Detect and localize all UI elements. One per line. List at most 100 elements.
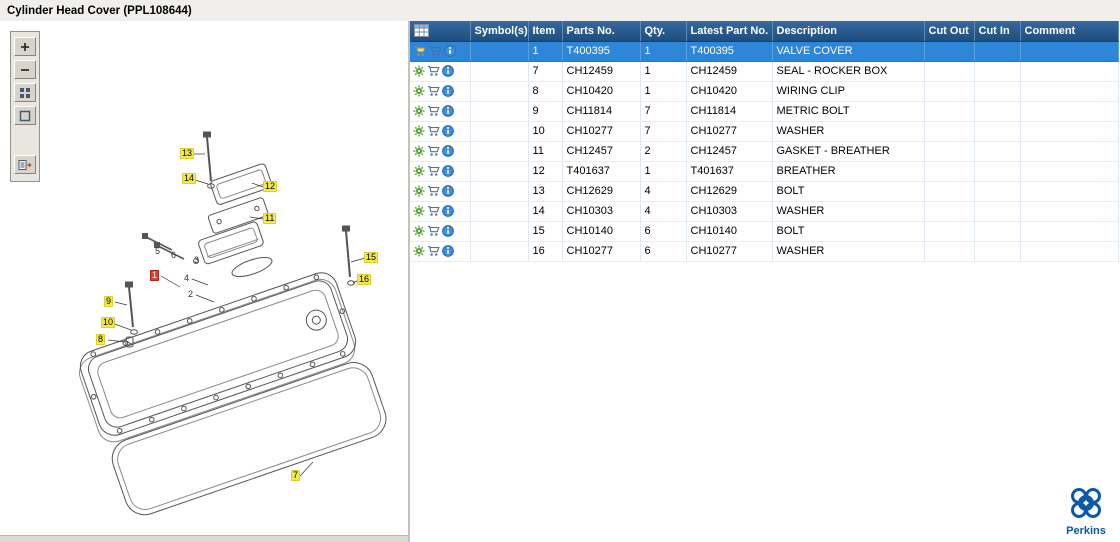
row-actions xyxy=(410,41,470,61)
cell-parts-no: CH10140 xyxy=(562,221,640,241)
row-actions xyxy=(410,161,470,181)
callout-8[interactable]: 8 xyxy=(96,334,105,345)
cart-icon[interactable] xyxy=(427,165,440,177)
cell-item: 16 xyxy=(528,241,562,261)
cart-icon[interactable] xyxy=(427,85,440,97)
cart-icon[interactable] xyxy=(427,145,440,157)
table-row[interactable]: 13CH126294CH12629BOLT xyxy=(410,181,1118,201)
cell-item: 1 xyxy=(528,41,562,61)
zoom-in-button[interactable] xyxy=(14,37,36,56)
table-row[interactable]: 16CH102776CH10277WASHER xyxy=(410,241,1118,261)
callout-16[interactable]: 16 xyxy=(357,274,371,285)
cell-qty: 1 xyxy=(640,161,686,181)
perkins-logo: Perkins xyxy=(1060,487,1112,537)
fit-to-window-button[interactable] xyxy=(14,83,36,102)
parts-panel: Symbol(s)ItemParts No.Qty.Latest Part No… xyxy=(410,21,1120,542)
parts-table-header: Symbol(s)ItemParts No.Qty.Latest Part No… xyxy=(410,21,1118,41)
content-area: 13141211151691087156342 Symbol(s)ItemPar… xyxy=(0,21,1120,542)
table-row[interactable]: 1T4003951T400395VALVE COVER xyxy=(410,41,1118,61)
diagram-panel-footer xyxy=(0,535,408,542)
cart-icon[interactable] xyxy=(427,65,440,77)
go-to-parts-list-button[interactable] xyxy=(14,155,36,174)
cell-cut-out xyxy=(924,81,974,101)
cell-description: WASHER xyxy=(772,241,924,261)
info-icon[interactable] xyxy=(442,205,454,217)
config-icon[interactable] xyxy=(413,245,425,257)
cart-icon[interactable] xyxy=(429,45,442,57)
cell-qty: 1 xyxy=(640,81,686,101)
config-icon[interactable] xyxy=(413,225,425,237)
info-icon[interactable] xyxy=(442,185,454,197)
callout-1[interactable]: 1 xyxy=(150,270,159,281)
callout-15[interactable]: 15 xyxy=(364,252,378,263)
cell-description: BREATHER xyxy=(772,161,924,181)
cell-cut-in xyxy=(974,101,1020,121)
config-icon[interactable] xyxy=(413,65,425,77)
table-row[interactable]: 8CH104201CH10420WIRING CLIP xyxy=(410,81,1118,101)
cart-icon[interactable] xyxy=(427,125,440,137)
cell-item: 11 xyxy=(528,141,562,161)
zoom-out-button[interactable] xyxy=(14,60,36,79)
cell-item: 12 xyxy=(528,161,562,181)
info-icon[interactable] xyxy=(444,45,456,57)
cart-icon[interactable] xyxy=(427,245,440,257)
cell-latest-part-no: CH12459 xyxy=(686,61,772,81)
config-icon[interactable] xyxy=(413,105,425,117)
table-row[interactable]: 7CH124591CH12459SEAL - ROCKER BOX xyxy=(410,61,1118,81)
col-header-cut-out: Cut Out xyxy=(924,21,974,41)
cell-latest-part-no: T401637 xyxy=(686,161,772,181)
cell-latest-part-no: CH12457 xyxy=(686,141,772,161)
table-row[interactable]: 14CH103034CH10303WASHER xyxy=(410,201,1118,221)
table-row[interactable]: 12T4016371T401637BREATHER xyxy=(410,161,1118,181)
callout-7[interactable]: 7 xyxy=(291,470,300,481)
cell-cut-out xyxy=(924,61,974,81)
config-icon[interactable] xyxy=(413,165,425,177)
cell-qty: 7 xyxy=(640,121,686,141)
col-header-qty: Qty. xyxy=(640,21,686,41)
info-icon[interactable] xyxy=(442,225,454,237)
config-icon[interactable] xyxy=(413,85,425,97)
callout-12[interactable]: 12 xyxy=(263,181,277,192)
callout-14[interactable]: 14 xyxy=(182,173,196,184)
col-header-description: Description xyxy=(772,21,924,41)
row-actions xyxy=(410,201,470,221)
cart-icon[interactable] xyxy=(427,205,440,217)
config-icon[interactable] xyxy=(413,145,425,157)
info-icon[interactable] xyxy=(442,125,454,137)
info-icon[interactable] xyxy=(442,85,454,97)
cell-latest-part-no: CH10420 xyxy=(686,81,772,101)
col-header-cut-in: Cut In xyxy=(974,21,1020,41)
config-icon[interactable] xyxy=(413,185,425,197)
info-icon[interactable] xyxy=(442,245,454,257)
cell-cut-out xyxy=(924,241,974,261)
info-icon[interactable] xyxy=(442,105,454,117)
cell-qty: 1 xyxy=(640,61,686,81)
cart-icon[interactable] xyxy=(427,225,440,237)
perkins-wordmark: Perkins xyxy=(1060,525,1112,537)
callout-13[interactable]: 13 xyxy=(180,148,194,159)
callout-10[interactable]: 10 xyxy=(101,317,115,328)
cart-icon[interactable] xyxy=(427,105,440,117)
add-all-to-cart-icon[interactable] xyxy=(413,45,427,57)
info-icon[interactable] xyxy=(442,165,454,177)
table-row[interactable]: 9CH118147CH11814METRIC BOLT xyxy=(410,101,1118,121)
config-icon[interactable] xyxy=(413,125,425,137)
table-icon xyxy=(414,24,429,37)
actual-size-button[interactable] xyxy=(14,106,36,125)
table-row[interactable]: 11CH124572CH12457GASKET - BREATHER xyxy=(410,141,1118,161)
info-icon[interactable] xyxy=(442,65,454,77)
cell-cut-in xyxy=(974,141,1020,161)
col-header-item: Item xyxy=(528,21,562,41)
cart-icon[interactable] xyxy=(427,185,440,197)
cell-comment xyxy=(1020,101,1118,121)
callout-5: 5 xyxy=(153,246,162,257)
callout-9[interactable]: 9 xyxy=(104,296,113,307)
cell-symbols xyxy=(470,101,528,121)
table-row[interactable]: 10CH102777CH10277WASHER xyxy=(410,121,1118,141)
cell-description: METRIC BOLT xyxy=(772,101,924,121)
row-actions xyxy=(410,141,470,161)
info-icon[interactable] xyxy=(442,145,454,157)
table-row[interactable]: 15CH101406CH10140BOLT xyxy=(410,221,1118,241)
config-icon[interactable] xyxy=(413,205,425,217)
callout-11[interactable]: 11 xyxy=(263,213,276,224)
